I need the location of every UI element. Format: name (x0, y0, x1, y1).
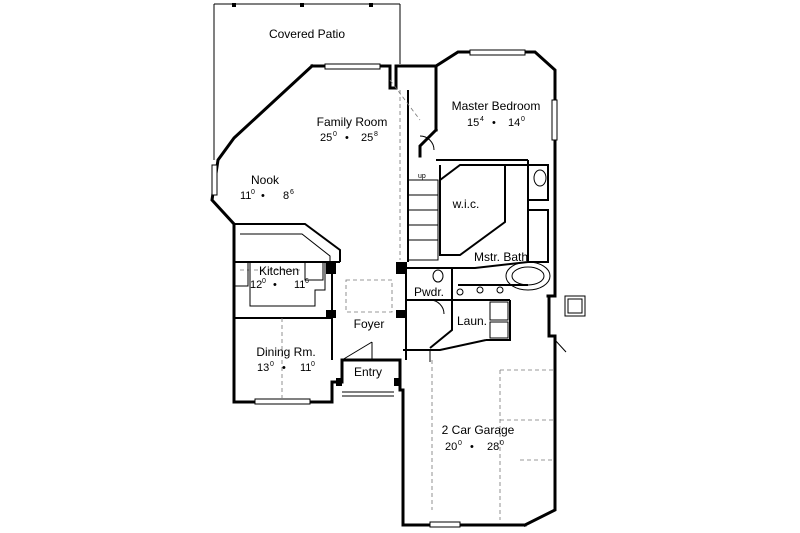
dashed-guides (240, 79, 555, 520)
kitchen-label: Kitchen (259, 264, 299, 278)
dining-label: Dining Rm. (256, 345, 315, 359)
svg-text:11: 11 (294, 279, 305, 291)
svg-text:•: • (273, 279, 277, 291)
laundry-label: Laun. (457, 314, 487, 328)
svg-text:12: 12 (250, 279, 262, 291)
svg-text:4: 4 (480, 116, 484, 123)
fixtures (233, 135, 586, 397)
room-labels: Covered Patio Family Room 25 0 • 25 8 Ma… (240, 27, 540, 453)
svg-text:0: 0 (262, 278, 266, 285)
svg-text:0: 0 (500, 440, 504, 447)
svg-text:25: 25 (361, 132, 373, 144)
svg-text:•: • (261, 190, 265, 202)
stair-up-label: up (418, 173, 426, 180)
svg-text:0: 0 (311, 361, 315, 368)
dining-dims: 13 0 • 11 0 (257, 361, 315, 374)
interior-walls (234, 90, 549, 360)
nook-label: Nook (251, 173, 280, 187)
master-bedroom-dims: 15 4 • 14 0 (467, 116, 525, 129)
mstr-bath-label: Mstr. Bath (474, 250, 528, 264)
family-room-dims: 25 0 • 25 8 (320, 131, 378, 144)
svg-text:•: • (470, 441, 474, 453)
pwdr-label: Pwdr. (414, 285, 444, 299)
svg-text:•: • (492, 117, 496, 129)
svg-text:20: 20 (445, 441, 457, 453)
svg-text:11: 11 (300, 362, 311, 374)
svg-text:0: 0 (333, 131, 337, 138)
garage-dims: 20 0 • 28 0 (445, 440, 504, 453)
svg-text:25: 25 (320, 132, 332, 144)
svg-text:8: 8 (283, 190, 289, 202)
kitchen-dims: 12 0 • 11 6 (250, 278, 309, 291)
covered-patio-outline (213, 3, 401, 160)
family-room-label: Family Room (317, 115, 388, 129)
master-bedroom-label: Master Bedroom (452, 99, 541, 113)
svg-text:0: 0 (270, 361, 274, 368)
svg-text:15: 15 (467, 117, 479, 129)
windows (211, 49, 558, 528)
svg-text:8: 8 (374, 131, 378, 138)
svg-text:6: 6 (305, 278, 309, 285)
nook-dims: 11 0 • 8 6 (240, 189, 294, 202)
svg-text:28: 28 (487, 441, 499, 453)
svg-text:6: 6 (290, 189, 294, 196)
svg-text:11: 11 (240, 190, 251, 202)
svg-text:0: 0 (251, 189, 255, 196)
svg-text:13: 13 (257, 362, 269, 374)
wic-label: w.i.c. (452, 197, 480, 211)
covered-patio-label: Covered Patio (269, 27, 345, 41)
garage-label: 2 Car Garage (442, 423, 515, 437)
svg-text:14: 14 (508, 117, 520, 129)
svg-text:•: • (282, 362, 286, 374)
entry-label: Entry (354, 365, 382, 379)
foyer-label: Foyer (354, 317, 385, 331)
svg-text:0: 0 (458, 440, 462, 447)
svg-text:•: • (345, 132, 349, 144)
svg-text:0: 0 (521, 116, 525, 123)
